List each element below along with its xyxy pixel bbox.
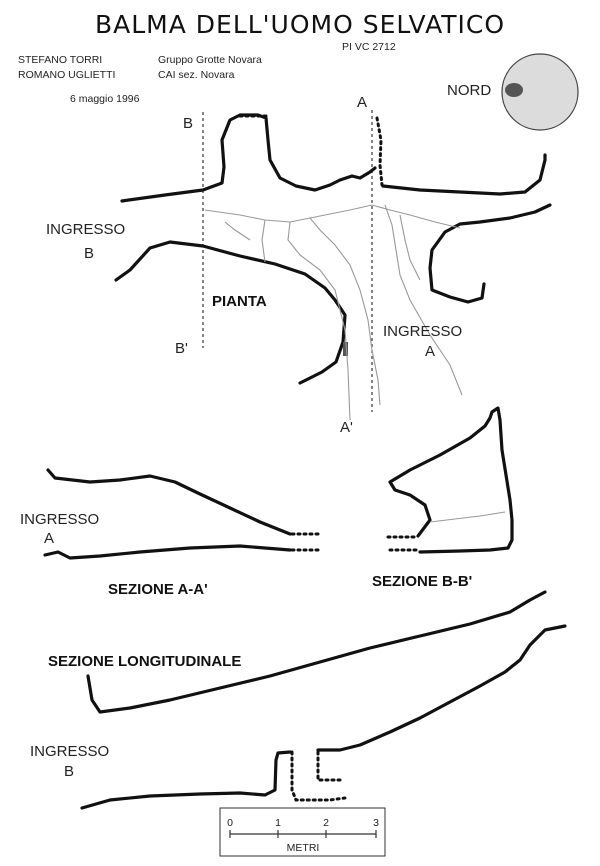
section-long-roof [86,590,547,714]
scale-bar: 0 1 2 3 METRI [219,807,386,857]
scale-bar-frame [219,807,386,857]
plan-wall-block [343,342,348,356]
north-marker [505,83,523,97]
author-1-name: STEFANO TORRI [18,54,102,66]
section-line-b-end: B' [175,340,188,357]
plan-interior-line-5 [309,217,381,406]
survey-title: BALMA DELL'UOMO SELVATICO [95,10,505,39]
plan-interior-line-8 [371,204,461,229]
author-2-group: CAI sez. Novara [158,69,235,81]
scale-label-3: 3 [373,817,379,829]
section-long-title: SEZIONE LONGITUDINALE [48,653,241,670]
plan-upper-wall [120,113,377,203]
compass-circle [501,53,579,131]
plan-interior-line-6 [384,204,463,396]
section-bb-outline [388,406,514,554]
section-bb-title: SEZIONE B-B' [372,573,472,590]
plan-interior-line-1 [204,204,373,223]
section-aa-floor [43,544,292,560]
scale-label-1: 1 [275,817,281,829]
plan-entrance-a-dotted-edge [375,116,384,187]
section-long-dotted-shaft [290,750,347,802]
plan-interior-line-2 [261,219,266,263]
section-long-entrance-line1: INGRESSO [30,743,109,760]
plan-right-lower-wall [428,203,552,304]
section-long-dotted-inner [316,750,346,782]
survey-date: 6 maggio 1996 [70,93,140,105]
author-1-group: Gruppo Grotte Novara [158,54,262,66]
section-aa-entrance-line2: A [44,530,54,547]
plan-interior-line-3 [224,221,251,241]
scale-label-2: 2 [323,817,329,829]
section-long-floor-right [316,624,567,752]
section-long-floor-left [80,750,292,810]
section-aa-title: SEZIONE A-A' [108,581,208,598]
cadastre-code: PI VC 2712 [342,41,396,53]
plan-right-upper-wall [381,153,547,196]
author-2-name: ROMANO UGLIETTI [18,69,115,81]
plan-interior-line-4 [287,221,351,421]
north-label: NORD [447,82,491,99]
section-bb-interior-line [429,511,506,523]
scale-unit: METRI [287,842,320,854]
scale-label-0: 0 [227,817,233,829]
plan-entrance-b-line2: B [84,245,94,262]
section-aa-entrance-line1: INGRESSO [20,511,99,528]
section-line-b-start: B [183,115,193,132]
section-long-entrance-line2: B [64,763,74,780]
section-line-a-end: A' [340,419,353,436]
section-line-a-start: A [357,94,367,111]
plan-title: PIANTA [212,293,267,310]
plan-entrance-a-line1: INGRESSO [383,323,462,340]
plan-interior-line-7 [399,214,421,281]
plan-entrance-b-line1: INGRESSO [46,221,125,238]
plan-entrance-a-line2: A [425,343,435,360]
section-aa-roof [46,468,292,536]
plan-lower-wall [114,240,347,385]
